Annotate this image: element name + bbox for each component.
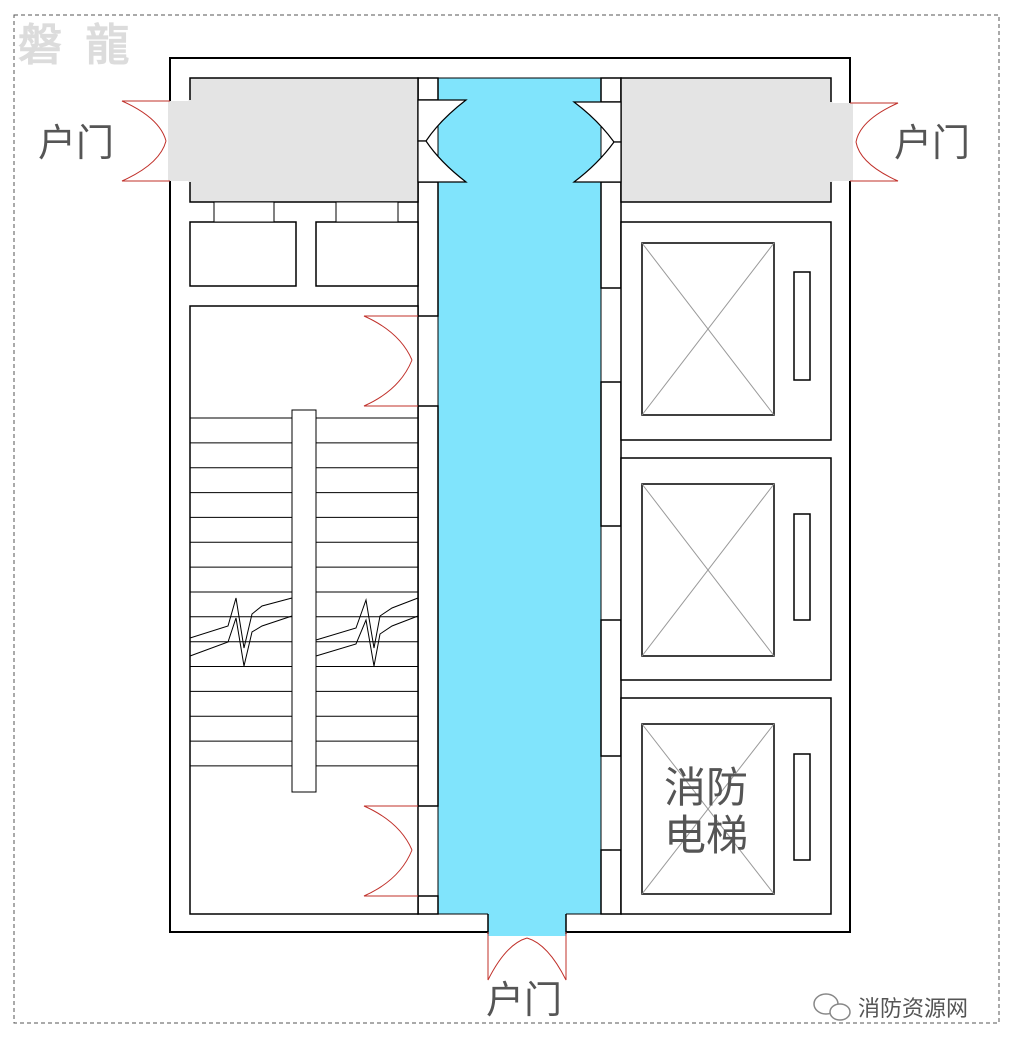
- stair-break-line-left: [189, 597, 293, 649]
- anteroom-left: [189, 77, 419, 203]
- door-swing-anteroom-right: [572, 101, 622, 183]
- fire-elevator-label-line1: 消防: [664, 763, 748, 812]
- fire-elevator-counterweight: [793, 753, 811, 861]
- stair-treads: [190, 417, 418, 767]
- shaft-neck-1: [213, 201, 275, 223]
- door-swing-bottom: [487, 932, 567, 981]
- corridor-wall-right-seg3: [600, 619, 622, 757]
- watermark: 磐 龍: [18, 20, 133, 71]
- elevator-2-counterweight: [793, 513, 811, 621]
- stair-break-line-left-2: [189, 615, 293, 667]
- source-credit: 消防资源网: [858, 997, 968, 1022]
- corridor-wall-right-seg4: [600, 849, 622, 915]
- door-label-right: 户门: [894, 121, 970, 165]
- door-swing-right: [850, 102, 899, 182]
- door-swing-anteroom-left: [417, 99, 468, 183]
- wechat-icon: [813, 993, 851, 1021]
- corridor-wall-bottom-left: [417, 895, 439, 915]
- diagram-frame: [13, 14, 1000, 1024]
- corridor: [437, 77, 602, 915]
- elevator-1: [620, 221, 832, 441]
- corridor-wall-right-seg: [600, 181, 622, 289]
- corridor-wall-right-seg2: [600, 381, 622, 527]
- door-swing-stair-top: [363, 315, 418, 407]
- stair-break-line-right-2: [315, 615, 419, 667]
- outer-wall: [169, 57, 851, 933]
- stair-handrail-divider: [291, 409, 317, 793]
- stair-break-line-right: [315, 597, 419, 649]
- door-gap-right: [829, 103, 853, 181]
- corridor-wall-left-seg: [417, 181, 439, 317]
- corridor-wall-right-top: [600, 77, 622, 103]
- door-label-left: 户门: [38, 121, 114, 165]
- fire-elevator-label-line2: 电梯: [664, 811, 748, 860]
- anteroom-right: [620, 77, 832, 203]
- elevator-1-counterweight: [793, 271, 811, 381]
- corridor-wall-left-mid: [417, 405, 439, 807]
- shaft-neck-2: [335, 201, 399, 223]
- door-swing-left: [121, 100, 170, 182]
- shaft-room-2: [315, 221, 419, 287]
- elevator-2: [620, 457, 832, 681]
- fire-elevator: [620, 697, 832, 915]
- door-gap-left: [168, 101, 192, 181]
- door-label-bottom: 户门: [486, 978, 562, 1022]
- door-gap-bottom: [488, 912, 566, 936]
- corridor-wall-left-top: [417, 77, 439, 101]
- door-swing-stair-bottom: [363, 805, 418, 897]
- shaft-room-1: [189, 221, 297, 287]
